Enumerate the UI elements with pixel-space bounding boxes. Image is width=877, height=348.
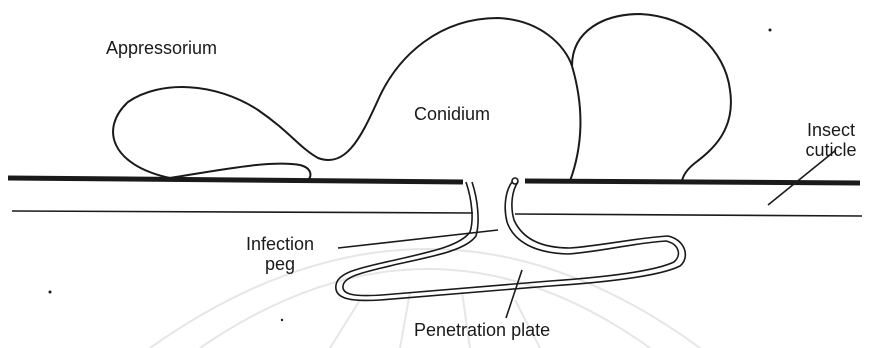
conidium-cell [572, 14, 731, 181]
speck [281, 319, 283, 321]
cuticle-surface-left [8, 178, 463, 182]
cuticle-lower-right [515, 214, 862, 216]
label-penetration-plate: Penetration plate [414, 320, 550, 340]
label-appressorium: Appressorium [106, 38, 217, 58]
speck [769, 29, 772, 32]
cuticle-surface-right [525, 181, 860, 183]
conidium-septum [570, 66, 580, 181]
label-insect-cuticle-line2: cuticle [796, 140, 866, 160]
label-infection-peg: Infection peg [230, 234, 330, 274]
penetration-hypha [336, 178, 686, 300]
speck [49, 291, 52, 294]
label-infection-peg-line1: Infection [230, 234, 330, 254]
label-infection-peg-line2: peg [230, 254, 330, 274]
cuticle-lower-left [12, 211, 473, 213]
label-insect-cuticle-line1: Insect [796, 120, 866, 140]
label-conidium: Conidium [414, 104, 490, 124]
label-insect-cuticle: Insect cuticle [796, 120, 866, 160]
